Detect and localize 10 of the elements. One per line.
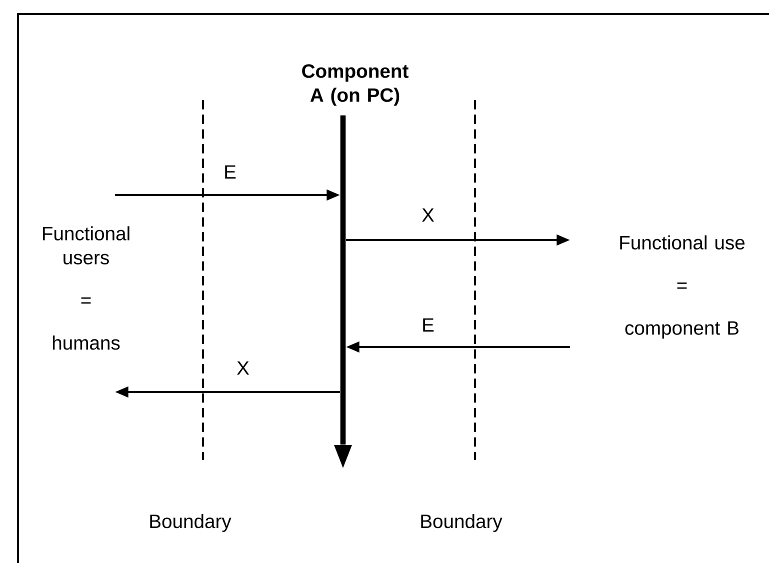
- component-title: Component A (on PC): [302, 64, 408, 106]
- edge-label: E: [423, 318, 434, 332]
- edge-label: E: [225, 165, 236, 179]
- edge-label: X: [422, 208, 434, 222]
- actor-label: Functional users = humans: [43, 226, 130, 350]
- component-bar: [334, 115, 352, 468]
- actor-label: Functional use = component B: [620, 235, 745, 339]
- boundary-label: Boundary: [150, 514, 232, 532]
- boundary-label: Boundary: [421, 514, 502, 532]
- edge-label: X: [237, 361, 250, 375]
